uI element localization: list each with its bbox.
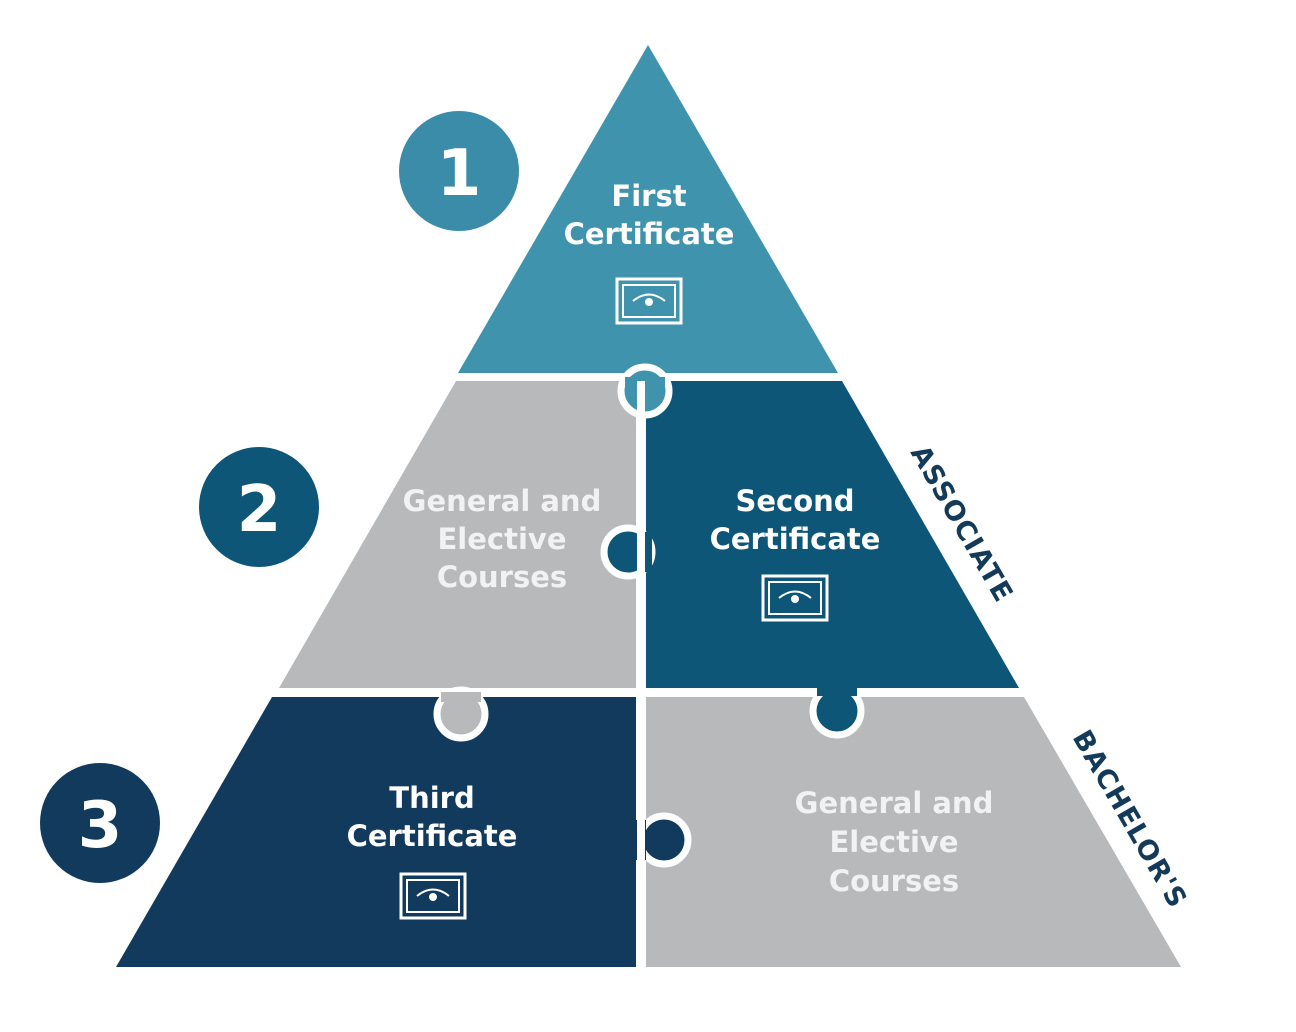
first-certificate-line2: Certificate [564, 217, 735, 251]
step-2-circle [199, 447, 319, 567]
third-certificate-line1: Third [389, 781, 474, 815]
step-2-number: 2 [237, 473, 282, 547]
certificate-icon [615, 277, 683, 325]
row2-general-line1: General and [403, 484, 602, 518]
row2-general-line3: Courses [437, 560, 567, 594]
second-certificate-line1: Second [735, 484, 854, 518]
step-1: 1 [399, 111, 519, 231]
row3-general-line1: General and [795, 786, 994, 820]
row2-general-line2: Elective [438, 522, 567, 556]
step-2: 2 [199, 447, 319, 567]
certificate-icon [399, 872, 467, 920]
first-certificate-line1: First [611, 179, 686, 213]
certificate-icon [761, 574, 829, 622]
third-certificate-piece [116, 697, 636, 967]
step-1-number: 1 [437, 137, 482, 211]
second-certificate-line2: Certificate [710, 522, 881, 556]
row3-general-line3: Courses [829, 864, 959, 898]
general-elective-piece-row3 [646, 697, 1181, 967]
step-1-circle [399, 111, 519, 231]
row3-general-line2: Elective [830, 825, 959, 859]
second-certificate-piece [646, 381, 1019, 688]
third-certificate-line2: Certificate [347, 819, 518, 853]
first-certificate-piece [458, 45, 838, 373]
knob-row3-middle [636, 812, 692, 868]
step-3-number: 3 [78, 789, 123, 863]
step-3-circle [40, 763, 160, 883]
general-elective-piece-row2 [279, 381, 636, 688]
step-3: 3 [40, 763, 160, 883]
